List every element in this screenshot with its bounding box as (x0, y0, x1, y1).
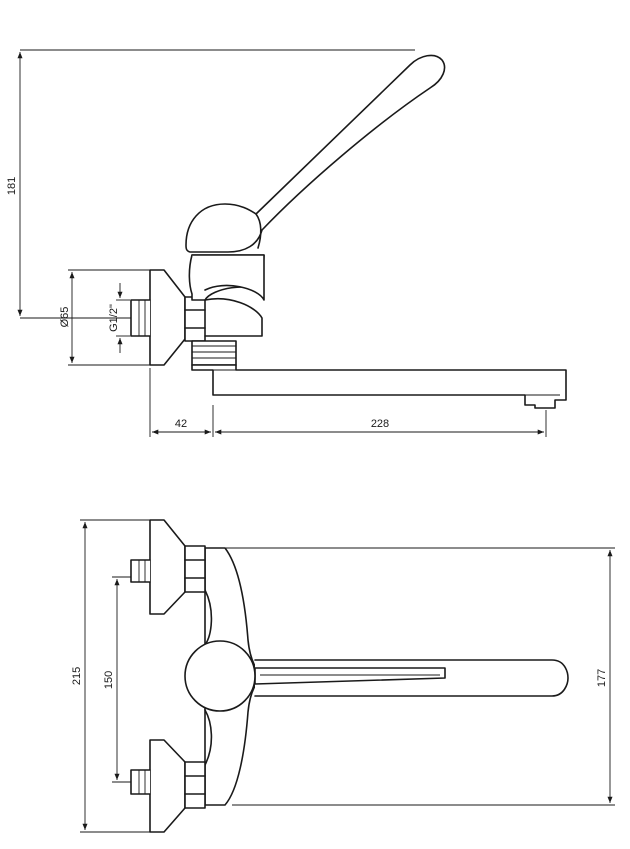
spout-ring-side (191, 340, 237, 366)
lever-handle-side (185, 54, 446, 253)
dim-label-228: 228 (371, 418, 389, 430)
dim-label-diameter: Ø65 (59, 307, 71, 328)
inlet-pipe-side (130, 299, 151, 337)
dimension-height-181: 181 (6, 49, 415, 319)
dimension-spacing-150: 150 (103, 576, 135, 783)
dim-label-150: 150 (103, 671, 115, 689)
dim-label-181: 181 (6, 177, 18, 195)
dim-label-thread: G1/2" (108, 304, 120, 332)
dim-label-177: 177 (596, 669, 608, 687)
dimension-offset-42: 42 (149, 368, 214, 437)
spout-side (191, 364, 567, 409)
hex-nut-side (184, 296, 206, 342)
knob-top (184, 640, 256, 712)
dimension-body-177: 177 (225, 547, 615, 806)
inlet-lower-top (130, 739, 206, 833)
dim-label-215: 215 (71, 667, 83, 685)
dimension-total-215: 215 (71, 519, 150, 833)
side-view: 181 Ø65 G1/2" (6, 49, 567, 437)
top-view: 215 150 177 (71, 519, 615, 833)
dimension-spout-228: 228 (215, 410, 547, 437)
wall-flange-side (149, 269, 186, 366)
dimension-thread: G1/2" (108, 283, 130, 353)
dimension-diameter-65: Ø65 (59, 269, 150, 366)
dim-label-42: 42 (175, 418, 187, 430)
inlet-upper-top (130, 519, 206, 615)
